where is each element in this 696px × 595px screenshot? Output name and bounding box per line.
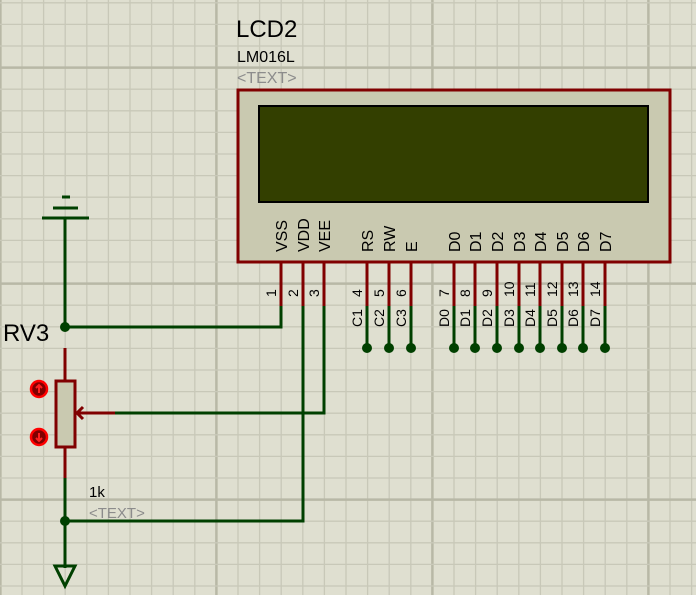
pin-number-label: 6 [393, 289, 409, 297]
lcd-pin-e[interactable]: E 6C3 [393, 241, 421, 353]
lcd-text-placeholder: <TEXT> [237, 70, 297, 87]
pin-name-label: RS [360, 230, 377, 252]
lcd-component[interactable]: LCD2 LM016L <TEXT> VSS 1 VDD 2 VEE 3 RS 4C1 RW 5C… [236, 16, 672, 353]
pin-name-label: D0 [447, 231, 464, 252]
lcd-pin-vdd[interactable]: VDD 2 [285, 218, 313, 306]
pot-value-label: 1k [89, 484, 105, 501]
pot-ref-label: RV3 [3, 320, 49, 347]
net-label: C3 [393, 309, 409, 327]
lcd-pin-rw[interactable]: RW 5C2 [371, 225, 399, 353]
pin-name-label: RW [382, 225, 399, 252]
net-label: D5 [544, 309, 560, 327]
ground-symbol[interactable] [52, 564, 78, 590]
pin-name-label: D4 [533, 231, 550, 252]
pin-number-label: 1 [263, 289, 279, 297]
pot-body [54, 379, 77, 449]
net-label: D0 [436, 309, 452, 327]
pin-name-label: E [404, 241, 421, 252]
pin-number-label: 9 [479, 289, 495, 297]
pin-number-label: 13 [565, 281, 581, 297]
pin-number-label: 3 [306, 289, 322, 297]
net-terminal-dot[interactable] [449, 343, 459, 353]
wire-ground-to-vss[interactable] [63, 218, 283, 329]
pin-number-label: 5 [371, 289, 387, 297]
pin-number-label: 7 [436, 289, 452, 297]
net-label: C1 [349, 309, 365, 327]
pin-name-label: D5 [555, 231, 572, 252]
pin-number-label: 12 [544, 281, 560, 297]
net-terminal-dot[interactable] [514, 343, 524, 353]
net-label: D7 [587, 309, 603, 327]
net-label: D1 [457, 309, 473, 327]
wire-vee-to-wiper[interactable] [115, 306, 326, 415]
net-label: D4 [522, 309, 538, 327]
net-label: D2 [479, 309, 495, 327]
lcd-pins: VSS1VDD2VEE3RS4C1RW5C2E6C3D07D0D18D1D29D… [263, 218, 615, 353]
pin-name-label: VDD [296, 218, 313, 252]
lcd-pin-vee[interactable]: VEE 3 [306, 220, 334, 306]
net-terminal-dot[interactable] [362, 343, 372, 353]
junction-dot [60, 516, 70, 526]
net-terminal-dot[interactable] [600, 343, 610, 353]
lcd-screen [258, 105, 649, 203]
pot-text-placeholder: <TEXT> [89, 505, 145, 522]
pin-number-label: 4 [349, 289, 365, 297]
net-terminal-dot[interactable] [557, 343, 567, 353]
net-label: D3 [501, 309, 517, 327]
arrow-down-icon [35, 433, 43, 443]
net-terminal-dot[interactable] [578, 343, 588, 353]
arrow-up-icon [35, 383, 43, 393]
net-terminal-dot[interactable] [406, 343, 416, 353]
net-label: D6 [565, 309, 581, 327]
pot-decrement-button[interactable] [29, 427, 49, 447]
lcd-pin-rs[interactable]: RS 4C1 [349, 230, 377, 353]
junction-dot [60, 322, 70, 332]
net-terminal-dot[interactable] [492, 343, 502, 353]
pin-number-label: 11 [522, 282, 538, 297]
pin-name-label: VEE [317, 220, 334, 252]
pin-name-label: VSS [274, 220, 291, 252]
pin-name-label: D1 [468, 231, 485, 252]
pin-number-label: 14 [587, 281, 603, 297]
pin-number-label: 10 [501, 281, 517, 297]
pin-name-label: D2 [490, 231, 507, 252]
pin-name-label: D6 [576, 231, 593, 252]
net-label: C2 [371, 309, 387, 327]
pin-name-label: D7 [598, 231, 615, 252]
pin-number-label: 2 [285, 289, 301, 297]
wires [60, 218, 326, 568]
net-terminal-dot[interactable] [535, 343, 545, 353]
lcd-ref-label: LCD2 [236, 16, 297, 43]
pot-increment-button[interactable] [29, 379, 49, 399]
lcd-pin-vss[interactable]: VSS 1 [263, 220, 291, 306]
pin-number-label: 8 [457, 289, 473, 297]
potentiometer-rv3[interactable]: RV3 1k <TEXT> [3, 320, 145, 522]
wire-vdd-to-bottom[interactable] [65, 306, 305, 523]
wiper-arrow-icon [74, 405, 85, 421]
pin-name-label: D3 [512, 231, 529, 252]
net-terminal-dot[interactable] [384, 343, 394, 353]
lcd-part-label: LM016L [237, 49, 295, 66]
net-terminal-dot[interactable] [470, 343, 480, 353]
